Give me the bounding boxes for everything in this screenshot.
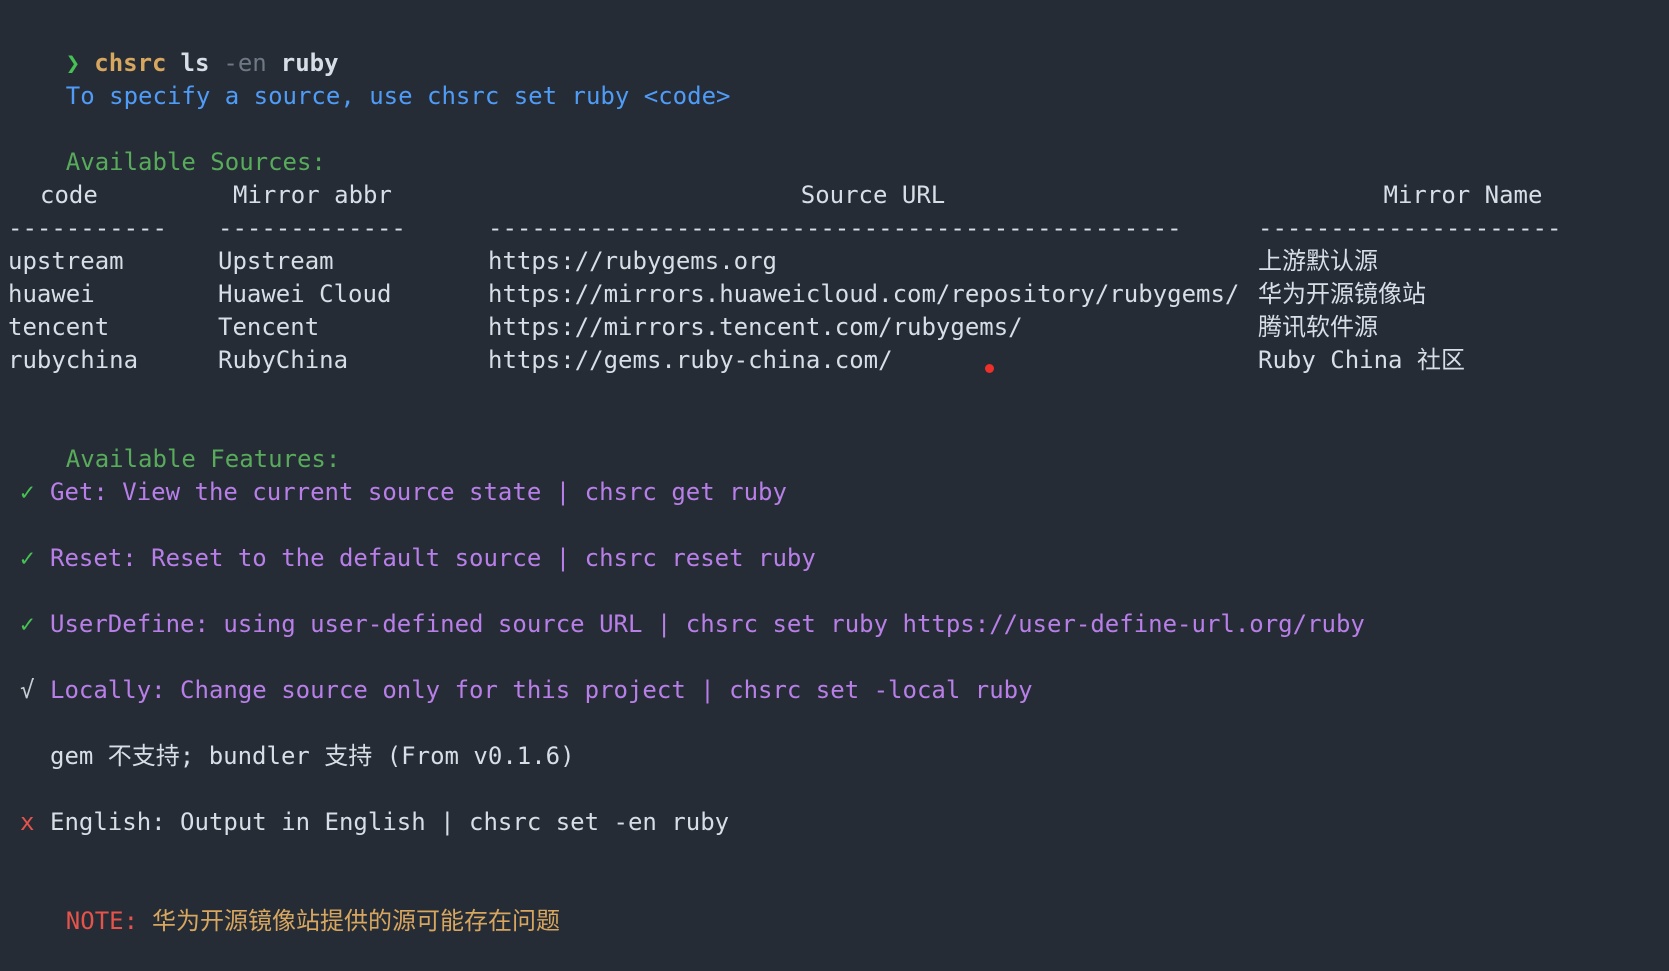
table-cell: huawei bbox=[8, 280, 95, 308]
feature-text: gem 不支持; bundler 支持 (From v0.1.6) bbox=[50, 742, 575, 770]
blank-line bbox=[8, 773, 1669, 806]
features-list: ✓ Get: View the current source state | ch… bbox=[8, 443, 1669, 839]
table-cell: Ruby China 社区 bbox=[1258, 346, 1465, 374]
table-cell: https://mirrors.huaweicloud.com/reposito… bbox=[488, 280, 1240, 308]
features-title: Available Features: bbox=[65, 445, 341, 473]
table-cell: 腾讯软件源 bbox=[1258, 313, 1378, 341]
feature-text: Reset: Reset to the default source | chs… bbox=[50, 544, 816, 572]
table-cell: https://mirrors.tencent.com/rubygems/ bbox=[488, 313, 1023, 341]
blank-line bbox=[8, 707, 1669, 740]
table-row: upstream Upstream https://rubygems.org 上游默认… bbox=[8, 245, 1669, 278]
table-dash-cell: --------------------- bbox=[1258, 214, 1562, 242]
hint-text: To specify a source, use chsrc set ruby … bbox=[65, 82, 731, 110]
command-program: chsrc bbox=[94, 49, 167, 77]
feature-text: English: Output in English | chsrc set -… bbox=[50, 808, 730, 836]
feature-text: Get: View the current source state | chs… bbox=[50, 478, 787, 506]
table-cell: 华为开源镜像站 bbox=[1258, 280, 1426, 308]
table-header-cell: Mirror Name bbox=[1383, 181, 1543, 209]
table-header-row: code Mirror abbr Source URL Mirror Name bbox=[8, 179, 1669, 212]
table-cell: upstream bbox=[8, 247, 124, 275]
command-subcommand: ls bbox=[180, 49, 210, 77]
sources-table: code Mirror abbr Source URL Mirror Name ----… bbox=[8, 179, 1669, 377]
note-label: NOTE: bbox=[65, 907, 139, 935]
table-cell: Huawei Cloud bbox=[218, 280, 392, 308]
table-cell: https://gems.ruby-china.com/ bbox=[488, 346, 893, 374]
table-row: huawei Huawei Cloud https://mirrors.huawei… bbox=[8, 278, 1669, 311]
red-dot-indicator bbox=[985, 364, 994, 373]
table-cell: 上游默认源 bbox=[1258, 247, 1378, 275]
sources-title: Available Sources: bbox=[65, 148, 326, 176]
feature-line: x English: Output in English | chsrc set … bbox=[8, 806, 1669, 839]
note-line: NOTE: 华为开源镜像站提供的源可能存在问题 bbox=[8, 872, 1669, 935]
table-header-cell: Source URL bbox=[800, 181, 946, 209]
table-dash-row: ----------------------------------------… bbox=[8, 212, 1669, 245]
table-dash-cell: ----------- bbox=[8, 214, 167, 242]
feature-text: UserDefine: using user-defined source UR… bbox=[50, 610, 1365, 638]
table-header-cell: Mirror abbr bbox=[233, 181, 392, 209]
table-cell: tencent bbox=[8, 313, 110, 341]
feature-status-icon: ✓ bbox=[20, 610, 35, 638]
blank-line bbox=[8, 575, 1669, 608]
feature-status-icon: ✓ bbox=[20, 544, 35, 572]
feature-status-icon: √ bbox=[20, 676, 35, 704]
table-cell: rubychina bbox=[8, 346, 139, 374]
command-target: ruby bbox=[280, 49, 339, 77]
feature-status-icon: ✓ bbox=[20, 478, 35, 506]
feature-line: √ Locally: Change source only for this pr… bbox=[8, 674, 1669, 707]
command-flag: -en bbox=[223, 49, 267, 77]
feature-line: ✓ UserDefine: using user-defined source U… bbox=[8, 608, 1669, 641]
prompt-symbol: ❯ bbox=[65, 49, 81, 77]
feature-line: ✓ Get: View the current source state | ch… bbox=[8, 476, 1669, 509]
blank-line bbox=[8, 641, 1669, 674]
feature-status-icon: x bbox=[20, 808, 35, 836]
table-dash-cell: ----------------------------------------… bbox=[488, 214, 1182, 242]
hint-line: To specify a source, use chsrc set ruby … bbox=[8, 47, 1669, 110]
table-cell: Upstream bbox=[218, 247, 334, 275]
blank-line bbox=[8, 377, 1669, 410]
table-header-cell: code bbox=[40, 181, 98, 209]
table-cell: RubyChina bbox=[218, 346, 349, 374]
features-title-line: Available Features: bbox=[8, 410, 1669, 473]
blank-line bbox=[8, 839, 1669, 872]
note-text: 华为开源镜像站提供的源可能存在问题 bbox=[152, 907, 561, 935]
table-cell: Tencent bbox=[218, 313, 320, 341]
table-row: rubychina RubyChina https://gems.ruby-chin… bbox=[8, 344, 1669, 377]
clipped-previous-output-line: 0.1.0 · 1 m (tmp 24ms bbox=[8, 0, 1669, 14]
feature-line: ✓ Reset: Reset to the default source | ch… bbox=[8, 542, 1669, 575]
feature-line: gem 不支持; bundler 支持 (From v0.1.6) bbox=[8, 740, 1669, 773]
table-dash-cell: ------------- bbox=[218, 214, 406, 242]
blank-line bbox=[8, 509, 1669, 542]
table-row: tencent Tencent https://mirrors.tencent.co… bbox=[8, 311, 1669, 344]
feature-text: Locally: Change source only for this pro… bbox=[50, 676, 1033, 704]
table-cell: https://rubygems.org bbox=[488, 247, 777, 275]
sources-title-line: Available Sources: bbox=[8, 113, 1669, 176]
